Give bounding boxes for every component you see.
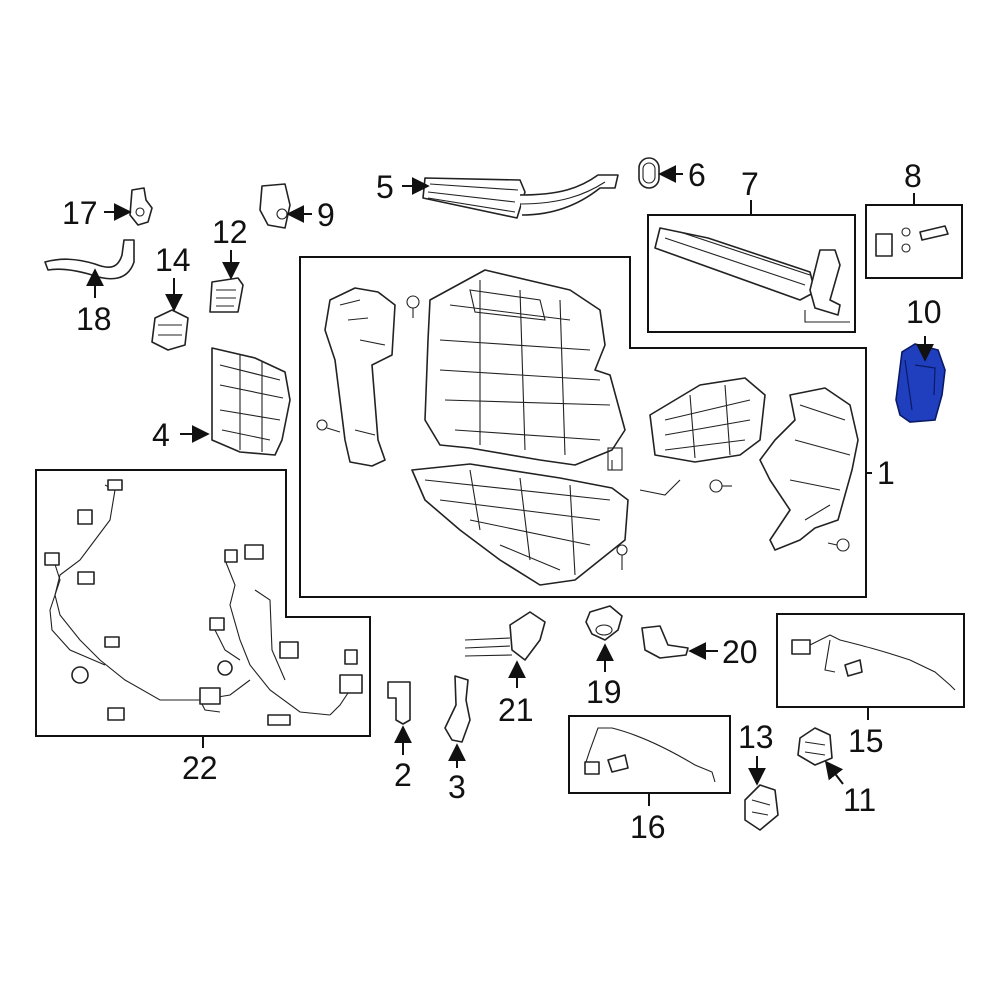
callout-11: 11 (843, 782, 876, 818)
callout-labels: 1 2 3 4 5 6 7 8 9 10 11 12 13 14 15 16 1… (62, 157, 942, 845)
wire-harness-22[interactable] (44, 479, 363, 726)
group-box-15 (776, 613, 965, 708)
callout-2: 2 (394, 757, 412, 793)
joint-17[interactable] (129, 187, 153, 226)
resistor-12[interactable] (209, 277, 244, 313)
callout-14: 14 (155, 242, 191, 278)
hose-18[interactable] (44, 239, 135, 280)
leader-lines (86, 165, 934, 806)
hose-16[interactable] (584, 727, 716, 783)
hose-15[interactable] (791, 634, 956, 691)
motor-10-highlighted[interactable] (895, 343, 946, 423)
callout-10: 10 (906, 294, 942, 330)
callout-20: 20 (722, 634, 758, 670)
bracket-2[interactable] (387, 681, 411, 725)
callout-15: 15 (848, 723, 884, 759)
bracket-3[interactable] (444, 675, 471, 743)
hose-bracket-21[interactable] (464, 611, 546, 661)
actuator-9[interactable] (259, 183, 291, 229)
group-box-16 (568, 715, 731, 794)
callout-16: 16 (630, 809, 666, 845)
callout-18: 18 (76, 301, 112, 337)
callout-17: 17 (62, 195, 98, 231)
callout-6: 6 (688, 157, 706, 193)
callout-3: 3 (448, 769, 466, 805)
actuator-11[interactable] (797, 727, 833, 766)
callout-5: 5 (376, 169, 394, 205)
gasket-6[interactable] (638, 157, 660, 189)
callout-22: 22 (182, 750, 218, 786)
switch-14[interactable] (151, 309, 189, 351)
heater-core-5[interactable] (422, 174, 619, 219)
callout-8: 8 (904, 158, 922, 194)
callout-4: 4 (152, 417, 170, 453)
callout-1: 1 (877, 455, 895, 491)
hvac-case-assembly[interactable] (316, 269, 859, 586)
callout-9: 9 (317, 197, 335, 233)
evaporator-7[interactable] (654, 227, 850, 323)
sensor-set-8[interactable] (875, 225, 949, 257)
seal-20[interactable] (641, 625, 689, 659)
group-box-1 (299, 256, 867, 598)
callout-19: 19 (586, 674, 622, 710)
duct-4[interactable] (211, 347, 291, 456)
group-box-22 (35, 469, 371, 737)
callout-13: 13 (738, 719, 774, 755)
callout-12: 12 (212, 214, 248, 250)
callout-21: 21 (498, 692, 534, 728)
actuator-13[interactable] (744, 784, 779, 831)
grommet-19[interactable] (585, 605, 623, 641)
callout-7: 7 (741, 166, 759, 202)
